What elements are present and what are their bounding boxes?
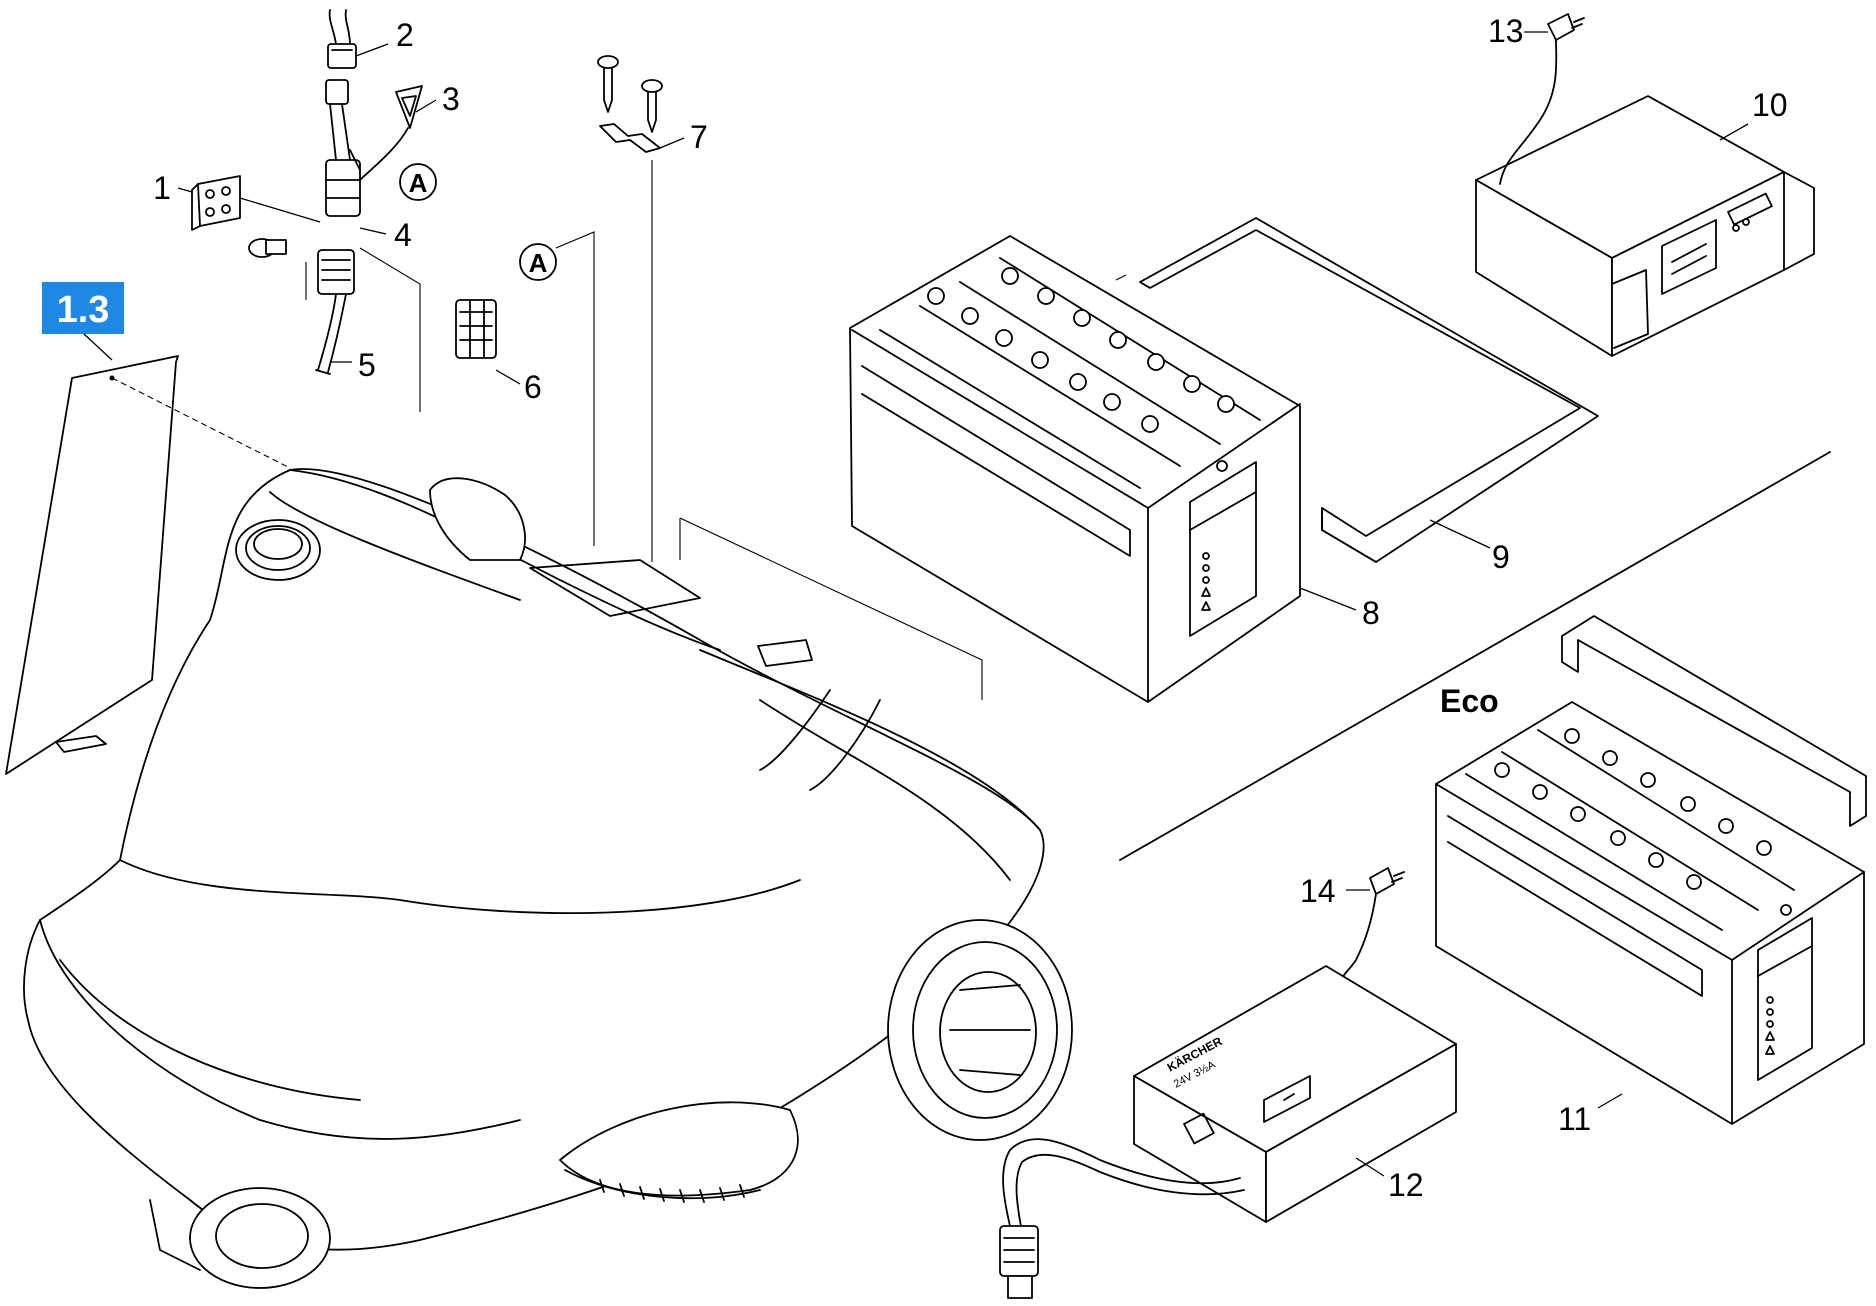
part-7-bracket[interactable]: [597, 55, 663, 153]
part-9-tray[interactable]: [1139, 217, 1599, 563]
callout-11: 11: [1558, 1101, 1591, 1137]
callout-10: 10: [1752, 87, 1788, 123]
part-1-switch-plate[interactable]: [191, 175, 241, 231]
hood-panel: [5, 355, 291, 775]
callout-2: 2: [396, 17, 414, 53]
part-12-eco-charger[interactable]: KÄRCHER 24V 3½A: [999, 965, 1457, 1299]
callout-12: 12: [1388, 1167, 1424, 1203]
callout-7: 7: [690, 119, 708, 155]
callout-8: 8: [1362, 595, 1380, 631]
group-label-eco: Eco: [1440, 683, 1499, 719]
svg-text:1.3: 1.3: [57, 289, 110, 331]
part-cable-assembly[interactable]: [315, 79, 423, 375]
connector-mark-a-1: A: [399, 163, 437, 201]
callout-5: 5: [358, 347, 376, 383]
callout-13: 13: [1488, 13, 1524, 49]
callout-3: 3: [442, 81, 460, 117]
part-14-power-plug[interactable]: [1339, 867, 1405, 987]
part-8-battery[interactable]: [849, 235, 1301, 703]
part-13-power-plug[interactable]: [1499, 13, 1585, 185]
reference-badge[interactable]: 1.3: [42, 282, 124, 334]
callout-4: 4: [394, 217, 412, 253]
svg-text:A: A: [409, 168, 428, 198]
svg-text:A: A: [529, 248, 548, 278]
part-2-plug[interactable]: [327, 9, 357, 69]
part-6-connector[interactable]: [455, 299, 497, 359]
part-1-screw: [248, 238, 287, 258]
part-10-charger[interactable]: [1475, 95, 1815, 357]
part-11-eco-battery[interactable]: [1435, 615, 1867, 1125]
connector-mark-a-2: A: [519, 243, 557, 281]
callout-6: 6: [524, 369, 542, 405]
machine-body: [23, 468, 1073, 1289]
callout-1: 1: [153, 170, 171, 206]
callout-14: 14: [1300, 873, 1336, 909]
callout-9: 9: [1492, 539, 1510, 575]
